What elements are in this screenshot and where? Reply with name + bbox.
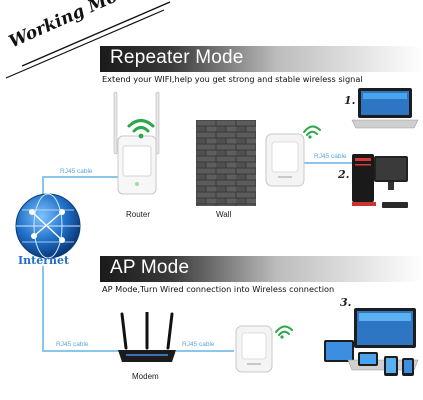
cable-repeater-pc (302, 162, 362, 164)
router-device (113, 91, 160, 195)
device-number-2: 2. (338, 168, 350, 181)
device-number-1: 1. (344, 94, 356, 107)
cable-internet-modem (42, 350, 120, 352)
brick-wall (196, 120, 256, 206)
cable-label-internet-modem: RJ45 cable (56, 341, 89, 348)
laptop-icon (351, 88, 419, 129)
repeater-wifi-icon (303, 125, 321, 139)
device-number-3: 3. (340, 296, 352, 309)
cable-label-repeater-pc: RJ45 cable (314, 153, 347, 160)
internet-globe-icon (15, 193, 81, 259)
router-label: Router (126, 210, 151, 219)
ap-mode-title: AP Mode (110, 257, 190, 278)
cable-label-internet-router: RJ45 cable (60, 168, 93, 175)
repeater-mode-bar (100, 46, 423, 72)
ap-wifi-icon (275, 325, 293, 339)
cable-modem-ap (176, 350, 234, 352)
working-mode-stamp: Working Mode (2, 0, 174, 80)
repeater-mode-title: Repeater Mode (110, 47, 244, 68)
cable-internet-router (42, 176, 118, 178)
ap-mode-subtitle: AP Mode,Turn Wired connection into Wirel… (102, 284, 335, 294)
multi-device-group-icon (324, 308, 419, 376)
ap-mode-bar (100, 256, 423, 282)
stamp-frame-lines (5, 1, 171, 79)
cable-internet-up (42, 176, 44, 198)
wall-label: Wall (216, 210, 232, 219)
modem-device (118, 312, 176, 362)
cable-internet-down (42, 266, 44, 350)
repeater-mode-subtitle: Extend your WIFI,help you get strong and… (102, 74, 363, 84)
internet-label: Internet (18, 254, 70, 267)
ap-repeater-device (235, 325, 273, 373)
modem-label: Modem (132, 372, 159, 381)
router-wifi-icon (127, 119, 155, 139)
repeater-device (265, 133, 305, 187)
desktop-pc-icon (352, 154, 408, 208)
cable-label-modem-ap: RJ45 cable (182, 341, 215, 348)
